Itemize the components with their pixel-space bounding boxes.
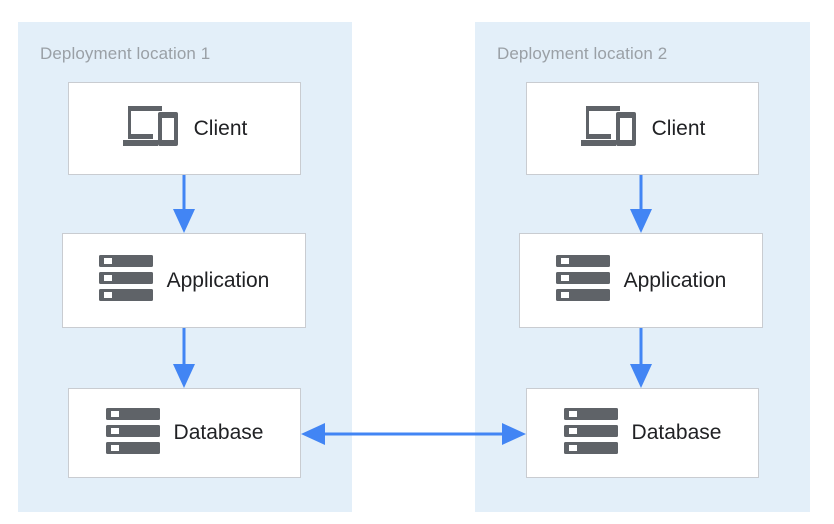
node-client-1-label: Client [193,116,248,140]
node-client-1[interactable]: Client [68,82,301,175]
node-application-1[interactable]: Application [62,233,306,328]
node-application-2[interactable]: Application [519,233,763,328]
server-icon [98,254,153,307]
node-database-2-label: Database [631,421,722,444]
zone-1-title: Deployment location 1 [40,44,211,63]
node-database-2[interactable]: Database [526,388,759,478]
node-database-1-label: Database [173,421,264,444]
node-application-1-label: Application [166,268,270,292]
node-client-2-label: Client [651,116,706,140]
node-database-1[interactable]: Database [68,388,301,478]
devices-icon [122,102,180,155]
devices-icon [580,102,638,155]
zone-2-title: Deployment location 2 [497,44,668,63]
server-icon [105,407,160,460]
node-client-2[interactable]: Client [526,82,759,175]
server-icon [563,407,618,460]
node-application-2-label: Application [623,268,727,292]
server-icon [555,254,610,307]
